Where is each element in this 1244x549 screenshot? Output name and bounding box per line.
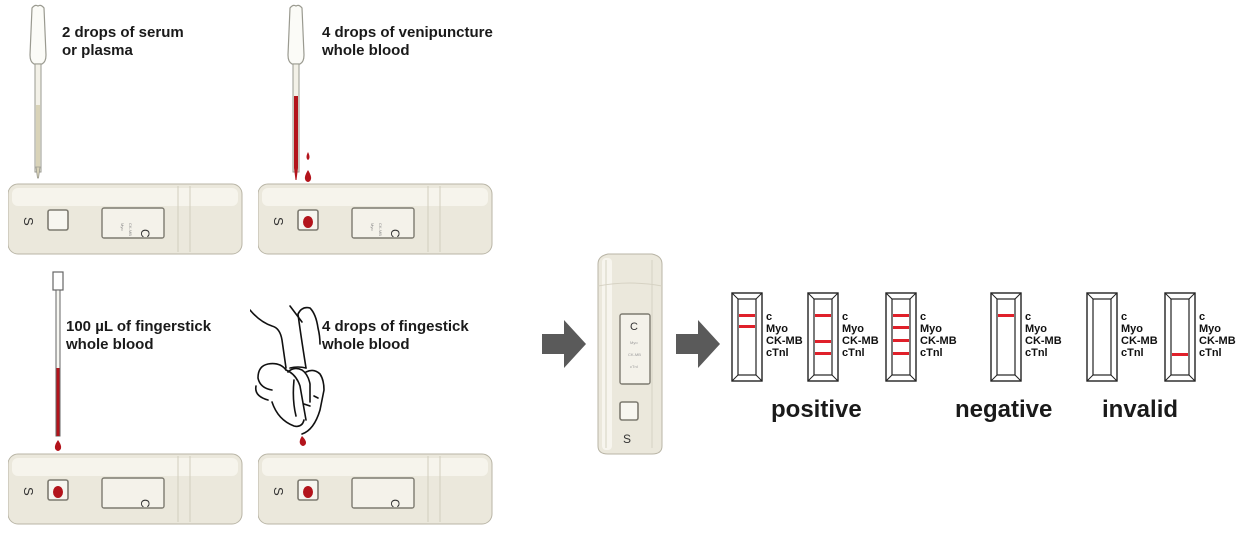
band-c	[998, 314, 1014, 317]
svg-text:CK-MB: CK-MB	[378, 223, 383, 236]
strip-label-ctni: cTnl	[842, 347, 865, 359]
method-label-line1: 2 drops of serum	[62, 24, 184, 41]
control-letter: C	[630, 321, 638, 333]
test-cassette-icon: S C	[258, 453, 493, 525]
arrow-right-icon	[676, 320, 720, 368]
test-strip-icon	[1164, 292, 1196, 382]
method-label-line2: whole blood	[322, 336, 410, 353]
strip-label-myo: Myo	[1025, 323, 1047, 335]
strip-label-ctni: cTnl	[920, 347, 943, 359]
result-positive-label: positive	[771, 396, 862, 423]
result-negative-label: negative	[955, 396, 1053, 423]
band-ctni	[1172, 353, 1188, 356]
strip-label-ctni: cTnl	[1121, 347, 1144, 359]
control-letter: C	[388, 229, 402, 238]
svg-text:Myo: Myo	[120, 223, 125, 231]
test-strip-icon	[885, 292, 917, 382]
test-cassette-icon: S C	[8, 453, 243, 525]
method-label-line1: 100 µL of fingerstick	[66, 318, 212, 335]
method-label-line1: 4 drops of venipuncture	[322, 24, 493, 41]
panel-fingerstick-pipette: 100 µL of fingerstick whole blood S C	[0, 270, 250, 549]
sample-letter: S	[623, 432, 631, 446]
strip-labels: c Myo CK-MB cTnl	[1199, 311, 1236, 359]
test-strip-icon	[990, 292, 1022, 382]
strip-labels: c Myo CK-MB cTnl	[1025, 311, 1062, 359]
strip-label-myo: Myo	[766, 323, 788, 335]
strip-label-myo: Myo	[1121, 323, 1143, 335]
strip-labels: c Myo CK-MB cTnl	[1121, 311, 1158, 359]
strip-label-ctni: cTnl	[766, 347, 789, 359]
strip-label-c: c	[1025, 311, 1032, 323]
result-invalid-label: invalid	[1102, 396, 1179, 423]
strip-label-myo: Myo	[920, 323, 942, 335]
strip-label-ctni: cTnl	[1199, 347, 1222, 359]
band-myo	[739, 325, 755, 328]
method-label-line1: 4 drops of fingestick	[322, 318, 469, 335]
strip-labels: c Myo CK-MB cTnl	[920, 311, 957, 359]
strip-label-ckmb: CK-MB	[1025, 335, 1062, 347]
panel-venipuncture: 4 drops of venipuncture whole blood S C …	[250, 0, 500, 260]
strip-label-ckmb: CK-MB	[1121, 335, 1158, 347]
method-label: 100 µL of fingerstick whole blood	[66, 318, 211, 354]
svg-text:cTnI: cTnI	[630, 364, 638, 369]
method-label-line2: whole blood	[66, 336, 154, 353]
strip-label-c: c	[1199, 311, 1206, 323]
strip-label-c: c	[766, 311, 773, 323]
strip-labels: c Myo CK-MB cTnl	[842, 311, 879, 359]
arrow-right-icon	[542, 320, 586, 368]
strip-label-ctni: cTnl	[1025, 347, 1048, 359]
band-ctni	[893, 352, 909, 355]
band-ckmb	[815, 340, 831, 343]
svg-text:CK-MB: CK-MB	[628, 352, 641, 357]
test-strip-icon	[1086, 292, 1118, 382]
svg-text:Myo: Myo	[630, 340, 638, 345]
sample-letter: S	[271, 487, 286, 496]
test-cassette-icon: S C Myo CK-MB	[8, 183, 243, 255]
band-c	[739, 314, 755, 317]
strip-label-ckmb: CK-MB	[1199, 335, 1236, 347]
panel-serum-plasma: 2 drops of serum or plasma S C Myo CK-MB	[0, 0, 250, 260]
strip-label-ckmb: CK-MB	[842, 335, 879, 347]
strip-label-myo: Myo	[842, 323, 864, 335]
sample-letter: S	[21, 487, 36, 496]
panel-fingerstick-drops: 4 drops of fingestick whole blood S C	[250, 270, 500, 549]
strip-label-c: c	[1121, 311, 1128, 323]
test-cassette-icon: C Myo CK-MB cTnI S	[597, 253, 663, 455]
test-strip-icon	[807, 292, 839, 382]
test-strip-icon	[731, 292, 763, 382]
svg-text:CK-MB: CK-MB	[128, 223, 133, 236]
method-label: 2 drops of serum or plasma	[62, 24, 184, 60]
method-label: 4 drops of fingestick whole blood	[322, 318, 469, 354]
method-label-line2: whole blood	[322, 42, 410, 59]
strip-label-ckmb: CK-MB	[920, 335, 957, 347]
strip-labels: c Myo CK-MB cTnl	[766, 311, 803, 359]
band-ctni	[815, 352, 831, 355]
strip-label-c: c	[842, 311, 849, 323]
band-ckmb	[893, 339, 909, 342]
control-letter: C	[388, 499, 402, 508]
sample-letter: S	[271, 217, 286, 226]
sample-letter: S	[21, 217, 36, 226]
band-myo	[893, 326, 909, 329]
band-c	[893, 314, 909, 317]
strip-label-myo: Myo	[1199, 323, 1221, 335]
strip-label-c: c	[920, 311, 927, 323]
band-c	[815, 314, 831, 317]
svg-text:Myo: Myo	[370, 223, 375, 231]
control-letter: C	[138, 229, 152, 238]
strip-label-ckmb: CK-MB	[766, 335, 803, 347]
method-label: 4 drops of venipuncture whole blood	[322, 24, 493, 60]
test-cassette-icon: S C Myo CK-MB	[258, 183, 493, 255]
method-label-line2: or plasma	[62, 42, 133, 59]
control-letter: C	[138, 499, 152, 508]
